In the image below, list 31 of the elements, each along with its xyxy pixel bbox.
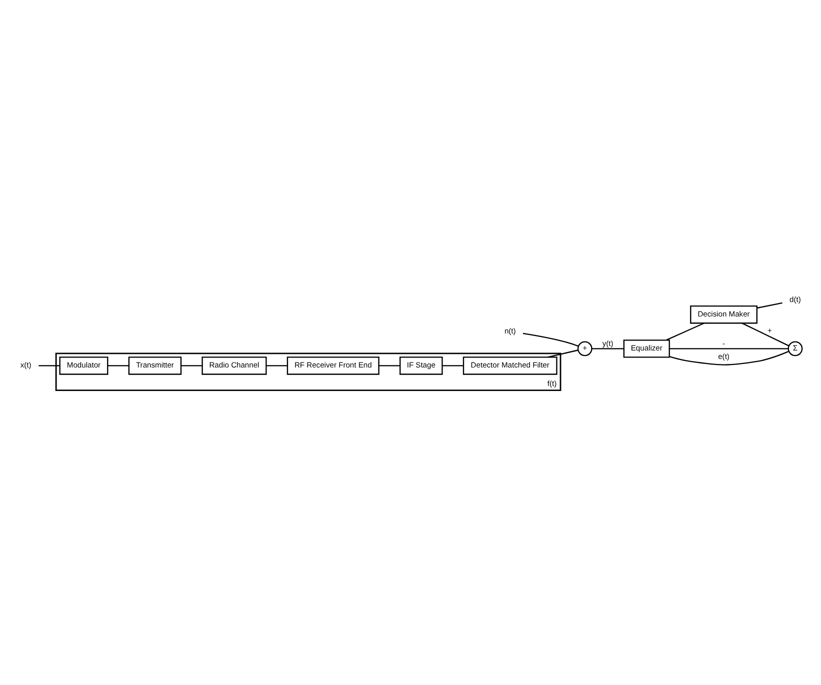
node-box: Modulator [59, 356, 108, 374]
connector [266, 364, 288, 366]
node-circle: + [577, 340, 592, 356]
edge-label: - [722, 338, 726, 348]
connector [548, 349, 578, 358]
node-box: Transmitter [128, 356, 182, 374]
node-box: RF Receiver Front End [286, 356, 380, 374]
connector [181, 364, 202, 366]
node-box: IF Stage [400, 356, 443, 374]
edge-label: + [767, 325, 772, 334]
connector [666, 322, 704, 340]
connector [108, 364, 129, 366]
connector [669, 348, 788, 349]
connector [756, 302, 782, 308]
node-box: Equalizer [623, 339, 670, 358]
node-box: Radio Channel [202, 356, 267, 374]
edge-label: y(t) [602, 338, 614, 348]
connector [522, 332, 579, 346]
connector [442, 364, 464, 366]
connector [38, 364, 60, 366]
node-text: d(t) [790, 294, 801, 304]
connector [592, 348, 624, 349]
connector [742, 322, 790, 346]
node-box: Detector Matched Filter [462, 356, 558, 374]
edge-label: e(t) [718, 351, 730, 360]
node-text: n(t) [504, 326, 516, 335]
node-box: Decision Maker [690, 305, 758, 324]
node-circle: Σ [788, 340, 803, 356]
connector [378, 364, 400, 366]
connector [669, 350, 790, 365]
node-text: x(t) [20, 360, 32, 370]
